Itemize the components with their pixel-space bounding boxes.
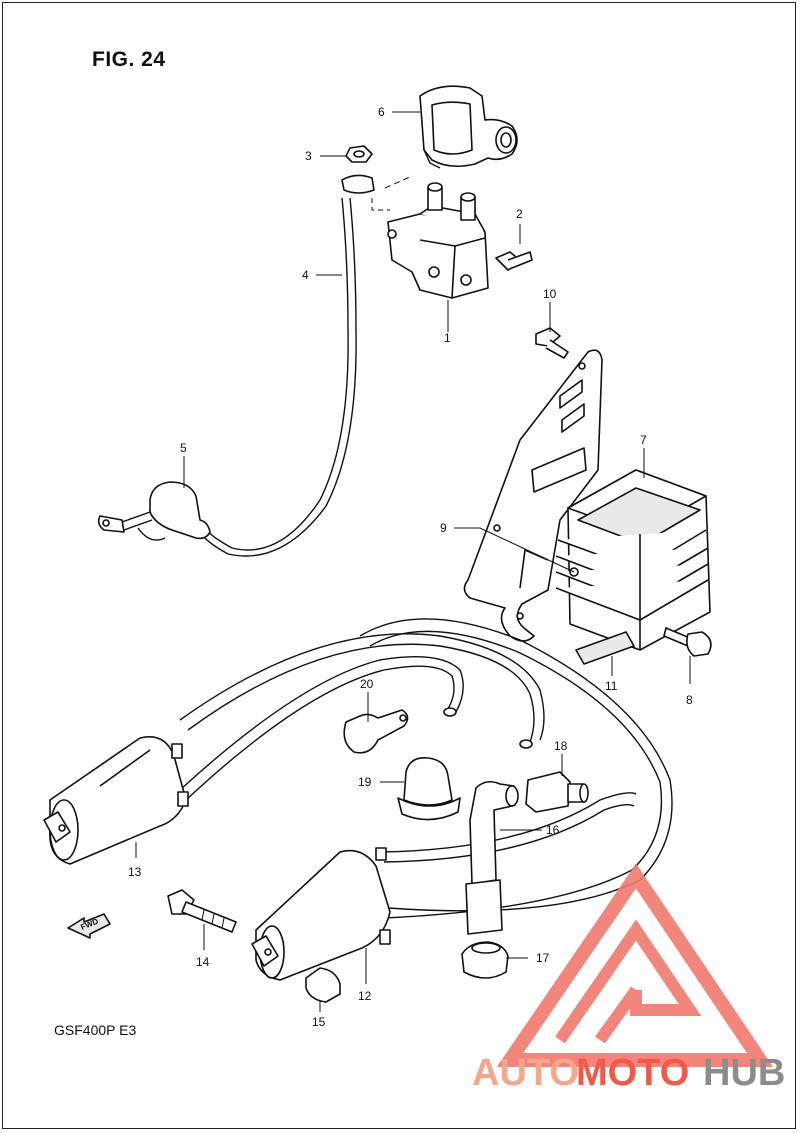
callout-19: 19 <box>358 775 372 789</box>
regulator-rectifier-7 <box>555 469 711 651</box>
watermark-text-moto: MOTO <box>576 1052 689 1094</box>
bolt-2 <box>495 251 533 271</box>
watermark-text-auto: AUTO <box>472 1052 579 1094</box>
watermark-text-hub: HUB <box>703 1052 785 1094</box>
seal-17 <box>461 941 509 979</box>
callout-4: 4 <box>302 268 309 282</box>
callout-5: 5 <box>180 441 187 455</box>
callout-14: 14 <box>196 955 210 969</box>
bolt-8 <box>663 627 712 657</box>
bolt-10 <box>535 327 569 359</box>
callout-9: 9 <box>440 521 447 535</box>
connector-18 <box>525 771 589 813</box>
watermark-triangle-outer <box>496 863 774 1067</box>
callout-12: 12 <box>358 989 372 1003</box>
callout-15: 15 <box>312 1015 326 1029</box>
callout-7: 7 <box>640 433 647 447</box>
callout-13: 13 <box>128 865 142 879</box>
bracket-9 <box>463 349 603 642</box>
terminal-cover-5 <box>97 481 211 541</box>
sleeve-15 <box>305 967 341 1003</box>
ignition-leads <box>179 618 673 919</box>
leader-lines <box>135 111 691 1012</box>
clamp-20 <box>343 709 409 754</box>
figure-title: FIG. 24 <box>92 48 166 71</box>
callout-8: 8 <box>686 693 693 707</box>
callout-11: 11 <box>605 679 618 693</box>
callout-10: 10 <box>543 287 557 301</box>
watermark-logo <box>496 863 774 1067</box>
starter-cable-4 <box>199 174 375 557</box>
callout-labels: 1 2 3 4 5 6 7 8 9 10 11 12 13 14 15 16 1… <box>128 105 693 1029</box>
ignition-coil-13 <box>43 736 189 865</box>
pad-11 <box>575 631 635 665</box>
relay-cap-6 <box>419 85 518 169</box>
bolt-14 <box>167 889 237 933</box>
starter-relay-1 <box>387 182 489 299</box>
callout-6: 6 <box>378 105 385 119</box>
model-code: GSF400P E3 <box>54 1022 137 1038</box>
cap-19 <box>397 756 461 821</box>
watermark-triangle-inner <box>555 919 702 1044</box>
callout-3: 3 <box>305 149 312 163</box>
callout-18: 18 <box>554 739 568 753</box>
callout-17: 17 <box>536 951 550 965</box>
callout-1: 1 <box>444 331 451 345</box>
nut-3 <box>345 145 373 163</box>
fwd-arrow: FWD <box>67 913 111 939</box>
callout-16: 16 <box>546 823 560 837</box>
ignition-coil-12 <box>251 847 391 981</box>
callout-2: 2 <box>516 207 523 221</box>
callout-20: 20 <box>360 677 374 691</box>
plug-cap-16 <box>465 780 519 935</box>
